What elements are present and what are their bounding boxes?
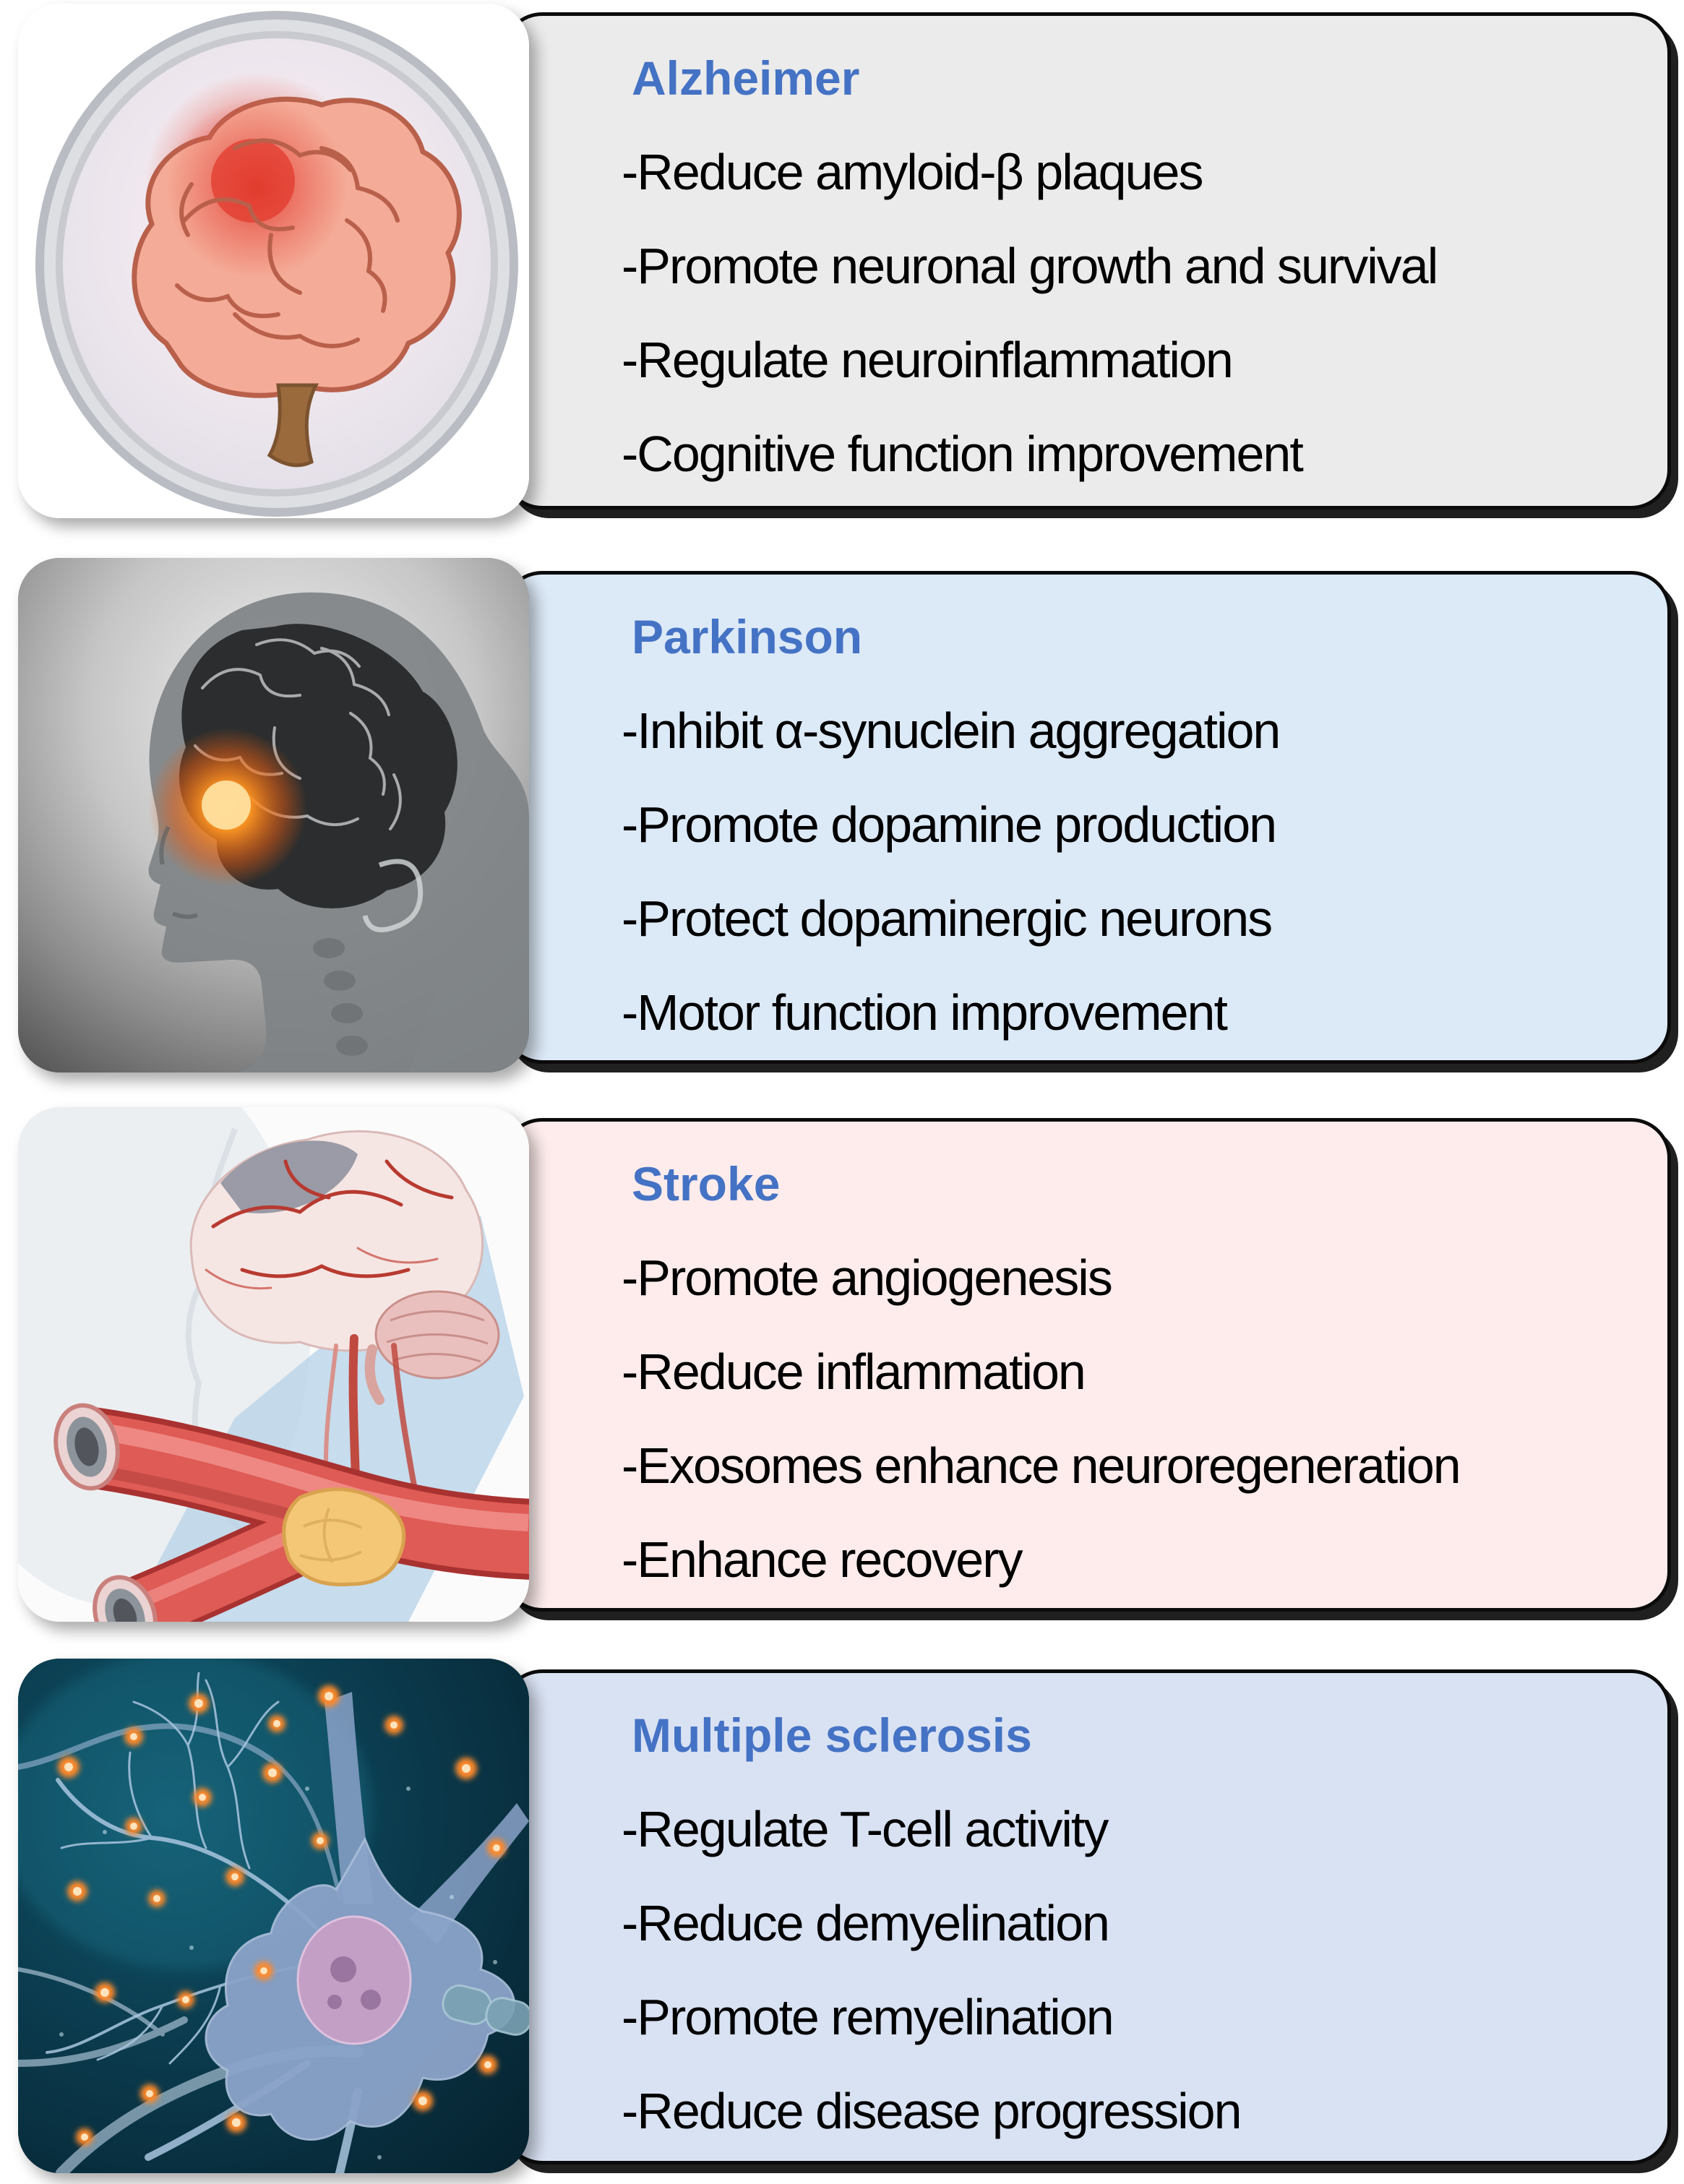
brain-top-view-icon (18, 4, 529, 518)
parkinson-head-image (18, 558, 529, 1072)
xray-head-icon (18, 558, 529, 1072)
bullet-item: -Exosomes enhance neuroregeneration (622, 1437, 1461, 1494)
artery-clot-icon (18, 1107, 529, 1622)
alzheimer-title: Alzheimer (632, 51, 860, 105)
bullet-item: -Regulate neuroinflammation (622, 332, 1234, 388)
bullet-item: -Regulate T-cell activity (622, 1801, 1109, 1857)
bullet-item: -Promote dopamine production (622, 796, 1277, 853)
stroke-text-box: Stroke -Promote angiogenesis -Reduce inf… (502, 1118, 1671, 1612)
stroke-artery-image (18, 1107, 529, 1622)
parkinson-title: Parkinson (632, 610, 863, 663)
glow-spots (58, 1685, 506, 2146)
multiple-sclerosis-bullet-list: -Regulate T-cell activity -Reduce demyel… (622, 1782, 1638, 2158)
multiple-sclerosis-text-box: Multiple sclerosis -Regulate T-cell acti… (502, 1669, 1671, 2164)
alzheimer-brain-image (18, 4, 529, 518)
stroke-bullet-list: -Promote angiogenesis -Reduce inflammati… (622, 1231, 1638, 1607)
alzheimer-text-box: Alzheimer -Reduce amyloid-β plaques -Pro… (502, 12, 1671, 510)
bullet-item: -Enhance recovery (622, 1531, 1023, 1588)
bullet-item: -Reduce disease progression (622, 2083, 1242, 2139)
bullet-item: -Cognitive function improvement (622, 426, 1304, 482)
bullet-item: -Promote neuronal growth and survival (622, 238, 1438, 294)
neuron-icon (18, 1659, 529, 2173)
alzheimer-bullet-list: -Reduce amyloid-β plaques -Promote neuro… (622, 125, 1638, 501)
multiple-sclerosis-neuron-image (18, 1659, 529, 2173)
bullet-item: -Promote angiogenesis (622, 1250, 1113, 1306)
bullet-item: -Promote remyelination (622, 1989, 1114, 2045)
bullet-item: -Reduce amyloid-β plaques (622, 144, 1203, 200)
bullet-item: -Motor function improvement (622, 984, 1228, 1041)
bullet-item: -Inhibit α-synuclein aggregation (622, 702, 1281, 759)
parkinson-bullet-list: -Inhibit α-synuclein aggregation -Promot… (622, 684, 1638, 1059)
bullet-item: -Protect dopaminergic neurons (622, 890, 1273, 947)
stroke-title: Stroke (632, 1157, 781, 1211)
bullet-item: -Reduce demyelination (622, 1895, 1110, 1951)
bullet-item: -Reduce inflammation (622, 1343, 1086, 1400)
multiple-sclerosis-title: Multiple sclerosis (632, 1708, 1032, 1762)
parkinson-text-box: Parkinson -Inhibit α-synuclein aggregati… (502, 571, 1671, 1064)
